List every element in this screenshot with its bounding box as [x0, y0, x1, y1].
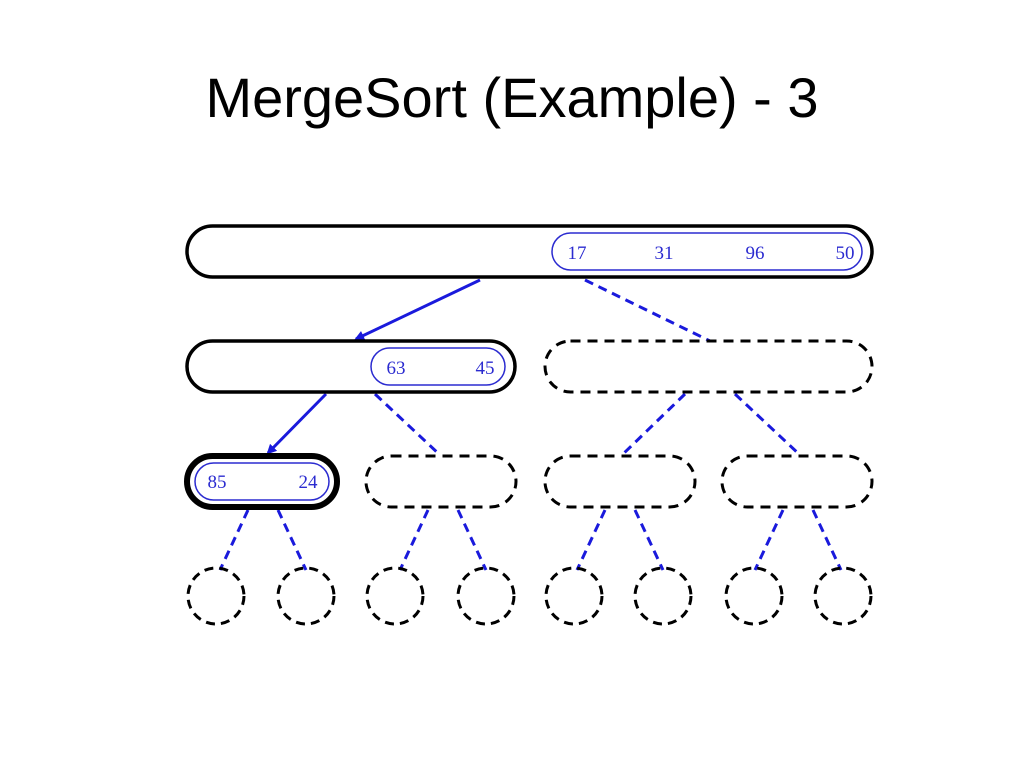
- edge-l2c-to-leaf6-dashed: [633, 509, 665, 571]
- edge-l2b-to-leaf4-dashed: [456, 509, 488, 571]
- leaf-node-7: [724, 566, 784, 626]
- edge-root-to-right-dashed: [584, 278, 711, 343]
- node-level2-4: [720, 454, 874, 509]
- leaf-node-6: [633, 566, 693, 626]
- node-level2-3: [543, 454, 697, 509]
- level2-1-value-1: 85: [208, 472, 227, 493]
- edge-l2a-to-leaf1-dashed: [218, 509, 250, 571]
- edge-left-to-leftright-dashed: [373, 392, 442, 457]
- root-value-2: 31: [655, 243, 674, 264]
- root-values-capsule: [551, 232, 863, 271]
- edge-l2b-to-leaf3-dashed: [398, 509, 430, 571]
- leaf-node-4: [456, 566, 516, 626]
- edge-right-to-rightright-dashed: [733, 392, 802, 457]
- edge-l2d-to-leaf7-dashed: [753, 509, 785, 571]
- level2-1-value-2: 24: [299, 472, 319, 493]
- level1-left-value-1: 63: [387, 358, 406, 379]
- edge-right-to-rightleft-dashed: [620, 392, 687, 457]
- edge-root-to-left-arrow: [354, 278, 481, 341]
- node-level2-1: 85 24: [184, 453, 340, 510]
- leaf-node-3: [365, 566, 425, 626]
- edge-l2a-to-leaf2-dashed: [276, 509, 308, 571]
- level1-left-value-2: 45: [476, 358, 495, 379]
- edge-l2d-to-leaf8-dashed: [811, 509, 843, 571]
- root-value-3: 96: [746, 243, 765, 264]
- slide-title: MergeSort (Example) - 3: [205, 66, 819, 129]
- root-value-4: 50: [836, 243, 855, 264]
- edge-left-to-leftleft-arrow: [266, 392, 328, 455]
- level1-left-values-capsule: [370, 347, 506, 386]
- node-level1-right: [543, 339, 874, 394]
- leaf-node-1: [186, 566, 246, 626]
- leaf-node-5: [544, 566, 604, 626]
- node-level1-left: 63 45: [185, 339, 517, 394]
- node-root: 17 31 96 50: [185, 224, 874, 279]
- edge-l2c-to-leaf5-dashed: [575, 509, 607, 571]
- level2-1-values-capsule: [194, 462, 330, 501]
- root-value-1: 17: [568, 243, 587, 264]
- leaf-node-2: [276, 566, 336, 626]
- node-level2-2: [364, 454, 518, 509]
- leaf-node-8: [813, 566, 873, 626]
